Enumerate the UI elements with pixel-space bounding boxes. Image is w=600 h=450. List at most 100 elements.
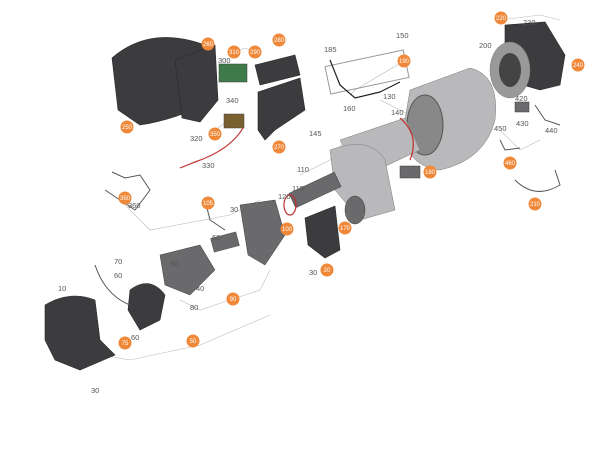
callout-circle: [226, 292, 240, 306]
control-board-300: [218, 63, 248, 83]
panel-280: [254, 54, 301, 86]
callout-90: 90: [226, 292, 240, 306]
sensor-450: [499, 139, 521, 151]
callout-280: 280: [272, 33, 286, 47]
callout-number: 190: [399, 59, 410, 65]
label-140: 140: [391, 108, 404, 117]
callout-250: 250: [120, 120, 134, 134]
label-320: 320: [190, 134, 203, 143]
callout-circle: [272, 140, 286, 154]
callout-number: 270: [274, 145, 285, 151]
callout-number: 260: [203, 42, 214, 48]
panel-270: [257, 77, 306, 141]
callout-circle: [118, 191, 132, 205]
callout-180: 180: [423, 165, 437, 179]
callout-240: 240: [571, 58, 585, 72]
tube-110: [288, 171, 342, 209]
label-30: 30: [309, 268, 317, 277]
label-30: 30: [230, 205, 238, 214]
callouts: 260 310 290 280 250 350 270 190 220 240 180 460 210 1…: [118, 11, 585, 350]
callout-number: 460: [505, 161, 516, 167]
callout-350: 350: [208, 127, 222, 141]
label-300: 300: [218, 56, 231, 65]
callout-number: 105: [203, 201, 214, 207]
front-cover-10: [44, 295, 116, 371]
label-200: 200: [479, 41, 492, 50]
callout-circle: [280, 222, 294, 236]
callout-number: 250: [122, 125, 133, 131]
callout-20: 20: [320, 263, 334, 277]
label-30: 30: [91, 386, 99, 395]
board-320: [223, 113, 245, 129]
nozzle-assembly: [210, 231, 240, 253]
callout-number: 240: [573, 63, 584, 69]
callout-circle: [201, 196, 215, 210]
label-430: 430: [516, 119, 529, 128]
callout-220: 220: [494, 11, 508, 25]
callout-270: 270: [272, 140, 286, 154]
label-110: 110: [297, 165, 309, 174]
callout-170: 170: [338, 221, 352, 235]
callout-190: 190: [397, 54, 411, 68]
label-60: 60: [212, 233, 220, 242]
part-420: [514, 101, 530, 113]
motor-180: [399, 165, 421, 179]
label-115: 115: [292, 184, 304, 193]
label-70: 70: [114, 257, 122, 266]
label-440: 440: [545, 126, 558, 135]
callout-circle: [571, 58, 585, 72]
callout-number: 280: [274, 38, 285, 44]
callout-circle: [272, 33, 286, 47]
cable-330: [179, 127, 244, 169]
label-185: 185: [324, 45, 337, 54]
callout-290: 290: [248, 45, 262, 59]
label-330: 330: [202, 161, 215, 170]
callout-105: 105: [201, 196, 215, 210]
label-120: 120: [278, 192, 291, 201]
label-60: 60: [114, 271, 122, 280]
label-420: 420: [515, 94, 528, 103]
callout-number: 290: [250, 50, 261, 56]
callout-number: 50: [190, 339, 197, 345]
flange-100: [239, 199, 286, 266]
callout-75: 75: [118, 336, 132, 350]
callout-310: 310: [227, 45, 241, 59]
label-130: 130: [383, 92, 396, 101]
fan-wheel-170: [344, 195, 366, 225]
callout-350: 350: [118, 191, 132, 205]
burner-body: [329, 144, 396, 221]
callout-circle: [397, 54, 411, 68]
label-60: 60: [170, 259, 178, 268]
label-145: 145: [309, 129, 322, 138]
ignition-cable-70: [94, 264, 131, 306]
label-10: 10: [58, 284, 66, 293]
callout-number: 90: [230, 297, 237, 303]
callout-circle: [494, 11, 508, 25]
bracket-20: [304, 205, 341, 259]
label-450: 450: [494, 124, 507, 133]
callout-210: 210: [528, 197, 542, 211]
callout-circle: [120, 120, 134, 134]
callout-circle: [201, 37, 215, 51]
callout-number: 220: [496, 16, 507, 22]
callout-number: 75: [122, 341, 129, 347]
callout-number: 350: [210, 132, 221, 138]
label-340: 340: [226, 96, 239, 105]
rear-plate-220: [489, 21, 566, 99]
callout-number: 210: [530, 202, 541, 208]
pump-motor-50: [127, 283, 166, 331]
callout-number: 350: [120, 196, 131, 202]
callout-460: 460: [503, 156, 517, 170]
callout-circle: [208, 127, 222, 141]
callout-100: 100: [280, 222, 294, 236]
label-360: 360: [128, 201, 141, 210]
label-60: 60: [131, 333, 139, 342]
part-number-labels: 300 340 320 330 360 185 150 160 130 140 …: [58, 18, 558, 395]
callout-260: 260: [201, 37, 215, 51]
callout-circle: [503, 156, 517, 170]
callout-circle: [423, 165, 437, 179]
harness-210: [514, 169, 561, 192]
callout-circle: [320, 263, 334, 277]
